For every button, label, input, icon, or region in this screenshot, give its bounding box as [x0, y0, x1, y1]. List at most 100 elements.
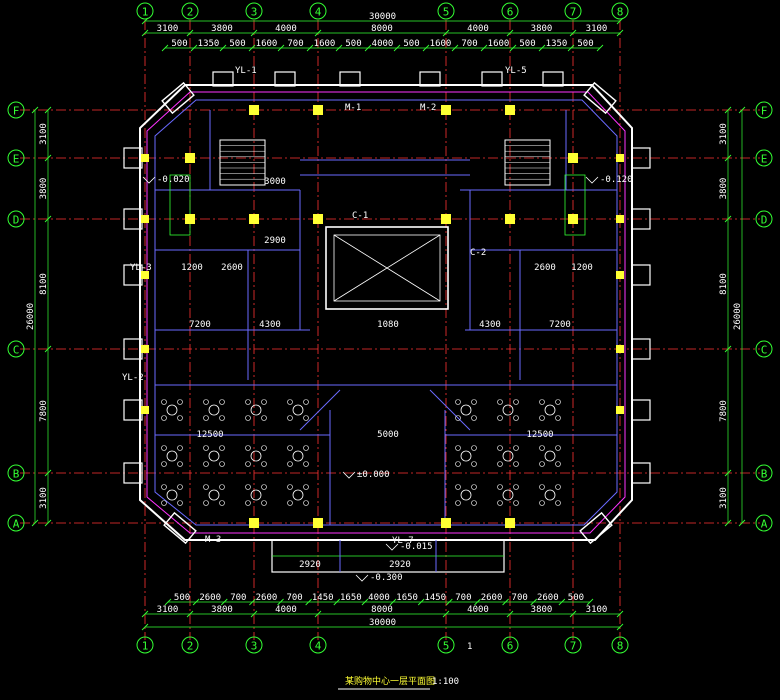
corner-bay-2	[163, 511, 197, 545]
dim-top-detail-label: 500	[229, 39, 245, 49]
dining-chair	[177, 500, 183, 506]
dining-chair	[513, 445, 519, 451]
corner-bay-0	[161, 81, 195, 115]
dining-table	[250, 489, 262, 501]
dim-top-detail-tick	[306, 44, 314, 52]
dining-chair	[471, 445, 477, 451]
dim-bottom-detail-tick	[558, 598, 566, 606]
axis-bubble-A	[755, 514, 773, 532]
axis-label-4: 4	[315, 640, 322, 653]
dim-bottom-detail-tick	[277, 598, 284, 606]
dim-bottom-detail-label: 1650	[396, 593, 418, 603]
dim-left-overall-tick	[31, 519, 39, 527]
dining-chair	[219, 500, 225, 506]
dining-table	[460, 404, 472, 416]
dim-bottom-detail-label: 2600	[256, 593, 278, 603]
dim-bottom-bays-label: 3800	[531, 605, 553, 615]
axis-label-2: 2	[187, 640, 194, 653]
dining-chair	[245, 399, 251, 405]
column	[141, 271, 149, 279]
interior-dimension: 7200	[189, 320, 211, 330]
dim-left-bays-label: 3100	[39, 487, 49, 509]
axis-bubble-4	[309, 2, 327, 20]
level-text: -0.120	[600, 175, 633, 185]
axis-label-A: A	[761, 518, 768, 531]
component-tag: M-1	[345, 103, 361, 113]
axis-bubble-8	[611, 636, 629, 654]
dining-table	[544, 489, 556, 501]
dim-right-bays-label: 3800	[719, 178, 729, 200]
column	[568, 214, 578, 224]
dim-top-bays-label: 4000	[275, 24, 297, 34]
axis-bubble-5	[437, 2, 455, 20]
east-bay-0	[631, 147, 651, 169]
dining-chair	[219, 484, 225, 490]
dining-chair	[161, 484, 167, 490]
dining-table	[292, 404, 304, 416]
dim-left-bays-tick	[44, 519, 52, 527]
axis-label-2: 2	[187, 6, 194, 19]
dining-table	[502, 489, 514, 501]
dim-top-detail-label: 1600	[488, 39, 510, 49]
component-tag: YL-5	[505, 66, 527, 76]
dining-chair	[177, 415, 183, 421]
axis-bubble-E	[755, 149, 773, 167]
dim-bottom-bays-tick	[250, 610, 258, 618]
column	[141, 406, 149, 414]
dining-table	[292, 450, 304, 462]
dining-chair	[287, 461, 293, 467]
dim-top-detail-label: 1600	[314, 39, 336, 49]
dim-bottom-bays-label: 4000	[467, 605, 489, 615]
dining-chair	[245, 500, 251, 506]
dining-table	[460, 450, 472, 462]
drawing-scale: 1:100	[432, 677, 459, 687]
dining-chair	[455, 399, 461, 405]
dining-chair	[539, 445, 545, 451]
interior-dimension: 4300	[259, 320, 281, 330]
dim-top-bays-label: 3100	[157, 24, 179, 34]
axis-label-1: 1	[142, 640, 149, 653]
level-mark	[385, 543, 399, 551]
axis-bubble-E	[7, 149, 25, 167]
axis-bubble-B	[7, 464, 25, 482]
dining-chair	[219, 445, 225, 451]
dining-table	[460, 489, 472, 501]
dim-bottom-bays-label: 3800	[211, 605, 233, 615]
axis-label-5: 5	[443, 640, 450, 653]
east-bay-2	[631, 264, 651, 286]
axis-bubble-C	[7, 340, 25, 358]
dining-chair	[471, 484, 477, 490]
dim-top-detail-label: 500	[519, 39, 535, 49]
dim-bottom-bays-tick	[314, 610, 322, 618]
axis-label-E: E	[13, 153, 20, 166]
dim-top-bays-tick	[250, 29, 258, 37]
dining-chair	[513, 399, 519, 405]
dining-chair	[203, 500, 209, 506]
dim-top-bays-label: 3800	[211, 24, 233, 34]
axis-label-8: 8	[617, 6, 624, 19]
column	[616, 406, 624, 414]
dim-bottom-detail-label: 700	[512, 593, 528, 603]
column	[141, 215, 149, 223]
dining-chair	[287, 445, 293, 451]
axis-bubble-B	[755, 464, 773, 482]
dining-chair	[497, 445, 503, 451]
axis-bubble-1	[136, 2, 154, 20]
escalator-0	[169, 174, 191, 236]
dim-right-bays-tick	[724, 469, 732, 477]
dining-chair	[497, 415, 503, 421]
column	[141, 154, 149, 162]
dining-chair	[261, 484, 267, 490]
dining-chair	[513, 461, 519, 467]
dim-left-bays-label: 3100	[39, 123, 49, 145]
corner-bay-3	[579, 511, 613, 545]
axis-label-F: F	[13, 105, 20, 118]
dim-left-bays-label: 8100	[39, 273, 49, 295]
axis-bubble-8	[611, 2, 629, 20]
dining-chair	[245, 461, 251, 467]
dim-bottom-detail-label: 500	[568, 593, 584, 603]
component-tag: M-2	[420, 103, 436, 113]
column	[185, 214, 195, 224]
dim-top-bays-tick	[569, 29, 577, 37]
